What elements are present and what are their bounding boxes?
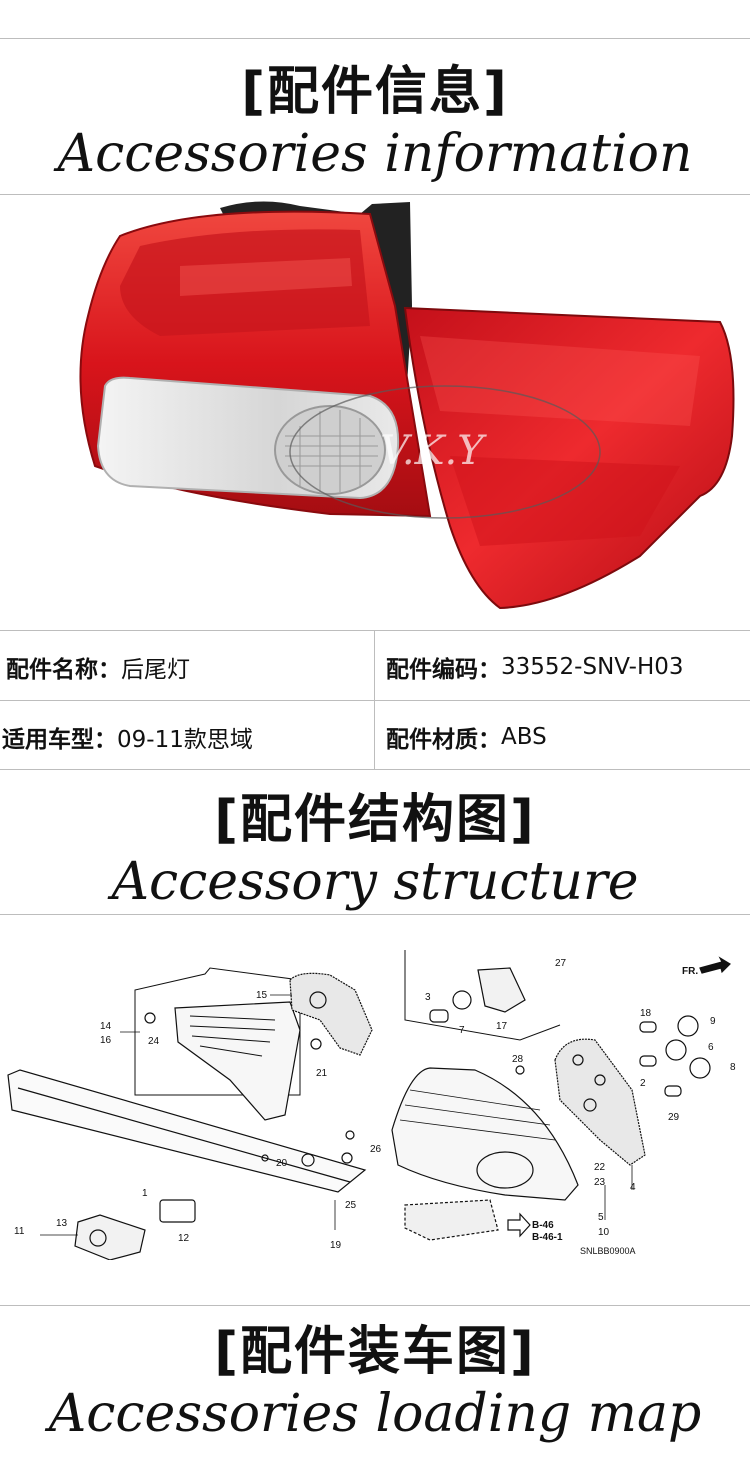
- part-code-cell: 配件编码： 33552-SNV-H03: [386, 632, 746, 702]
- part-number-label: 7: [459, 1025, 465, 1036]
- part-number-label: 24: [148, 1036, 160, 1047]
- part-name-cell: 配件名称： 后尾灯: [6, 632, 372, 702]
- ref-label: B-46: [532, 1220, 554, 1231]
- part-number-label: 10: [598, 1227, 610, 1238]
- heading-cn: [配件装车图]: [214, 1322, 536, 1382]
- part-number-label: 16: [100, 1035, 112, 1046]
- part-number-label: 21: [316, 1068, 328, 1079]
- divider: [0, 914, 750, 915]
- divider: [0, 1305, 750, 1306]
- part-number-label: 9: [710, 1016, 716, 1027]
- divider: [0, 194, 750, 195]
- part-number-label: 5: [598, 1212, 604, 1223]
- part-number-label: 6: [708, 1042, 714, 1053]
- part-number-label: 11: [14, 1226, 25, 1237]
- part-number-label: 14: [100, 1021, 112, 1032]
- part-number-label: 3: [425, 992, 431, 1003]
- model-value: 09-11款思域: [117, 727, 253, 753]
- part-number-label: 18: [640, 1008, 652, 1019]
- part-number-label: 12: [178, 1233, 190, 1244]
- table-mid: [0, 700, 750, 701]
- material-cell: 配件材质： ABS: [386, 702, 746, 772]
- product-photo: V.K.Y: [0, 196, 750, 630]
- part-number-label: 19: [330, 1240, 342, 1251]
- heading-en: Accessories information: [57, 124, 693, 184]
- part-number-label: 8: [730, 1062, 736, 1073]
- heading-en: Accessory structure: [111, 852, 639, 912]
- part-number-label: 4: [630, 1182, 636, 1193]
- part-code-value: 33552-SNV-H03: [501, 654, 684, 680]
- part-name-label: 配件名称：: [6, 657, 121, 683]
- model-cell: 适用车型： 09-11款思域: [2, 702, 372, 772]
- table-divider: [374, 630, 375, 770]
- top-divider: [0, 38, 750, 39]
- part-number-label: 2: [640, 1078, 646, 1089]
- part-number-label: 17: [496, 1021, 508, 1032]
- heading-cn: [配件信息]: [241, 62, 509, 122]
- ref-label: B-46-1: [532, 1232, 563, 1243]
- heading-cn: [配件结构图]: [214, 790, 536, 850]
- part-number-label: 27: [555, 958, 567, 969]
- section-heading-info: [配件信息] Accessories information: [0, 62, 750, 186]
- part-number-label: 13: [56, 1218, 68, 1229]
- part-code-label: 配件编码：: [386, 657, 501, 683]
- section-heading-structure: [配件结构图] Accessory structure: [0, 790, 750, 914]
- table-bottom: [0, 769, 750, 770]
- material-label: 配件材质：: [386, 727, 501, 753]
- model-label: 适用车型：: [2, 727, 117, 753]
- part-number-label: 22: [594, 1162, 606, 1173]
- part-name-value: 后尾灯: [121, 657, 190, 683]
- part-number-label: 29: [668, 1112, 680, 1123]
- part-number-label: 1: [142, 1188, 148, 1199]
- watermark-text: V.K.Y: [380, 428, 487, 474]
- part-number-label: 15: [256, 990, 268, 1001]
- part-number-label: 28: [512, 1054, 524, 1065]
- parts-diagram: [0, 930, 750, 1261]
- part-number-label: 23: [594, 1177, 606, 1188]
- part-number-label: 20: [276, 1158, 288, 1169]
- part-number-label: 25: [345, 1200, 357, 1211]
- diagram-code: SNLBB0900A: [580, 1246, 636, 1256]
- table-top: [0, 630, 750, 631]
- material-value: ABS: [501, 724, 547, 750]
- part-number-label: 26: [370, 1144, 382, 1155]
- direction-label: FR.: [682, 966, 699, 977]
- heading-en: Accessories loading map: [48, 1384, 702, 1444]
- section-heading-loading: [配件装车图] Accessories loading map: [0, 1322, 750, 1446]
